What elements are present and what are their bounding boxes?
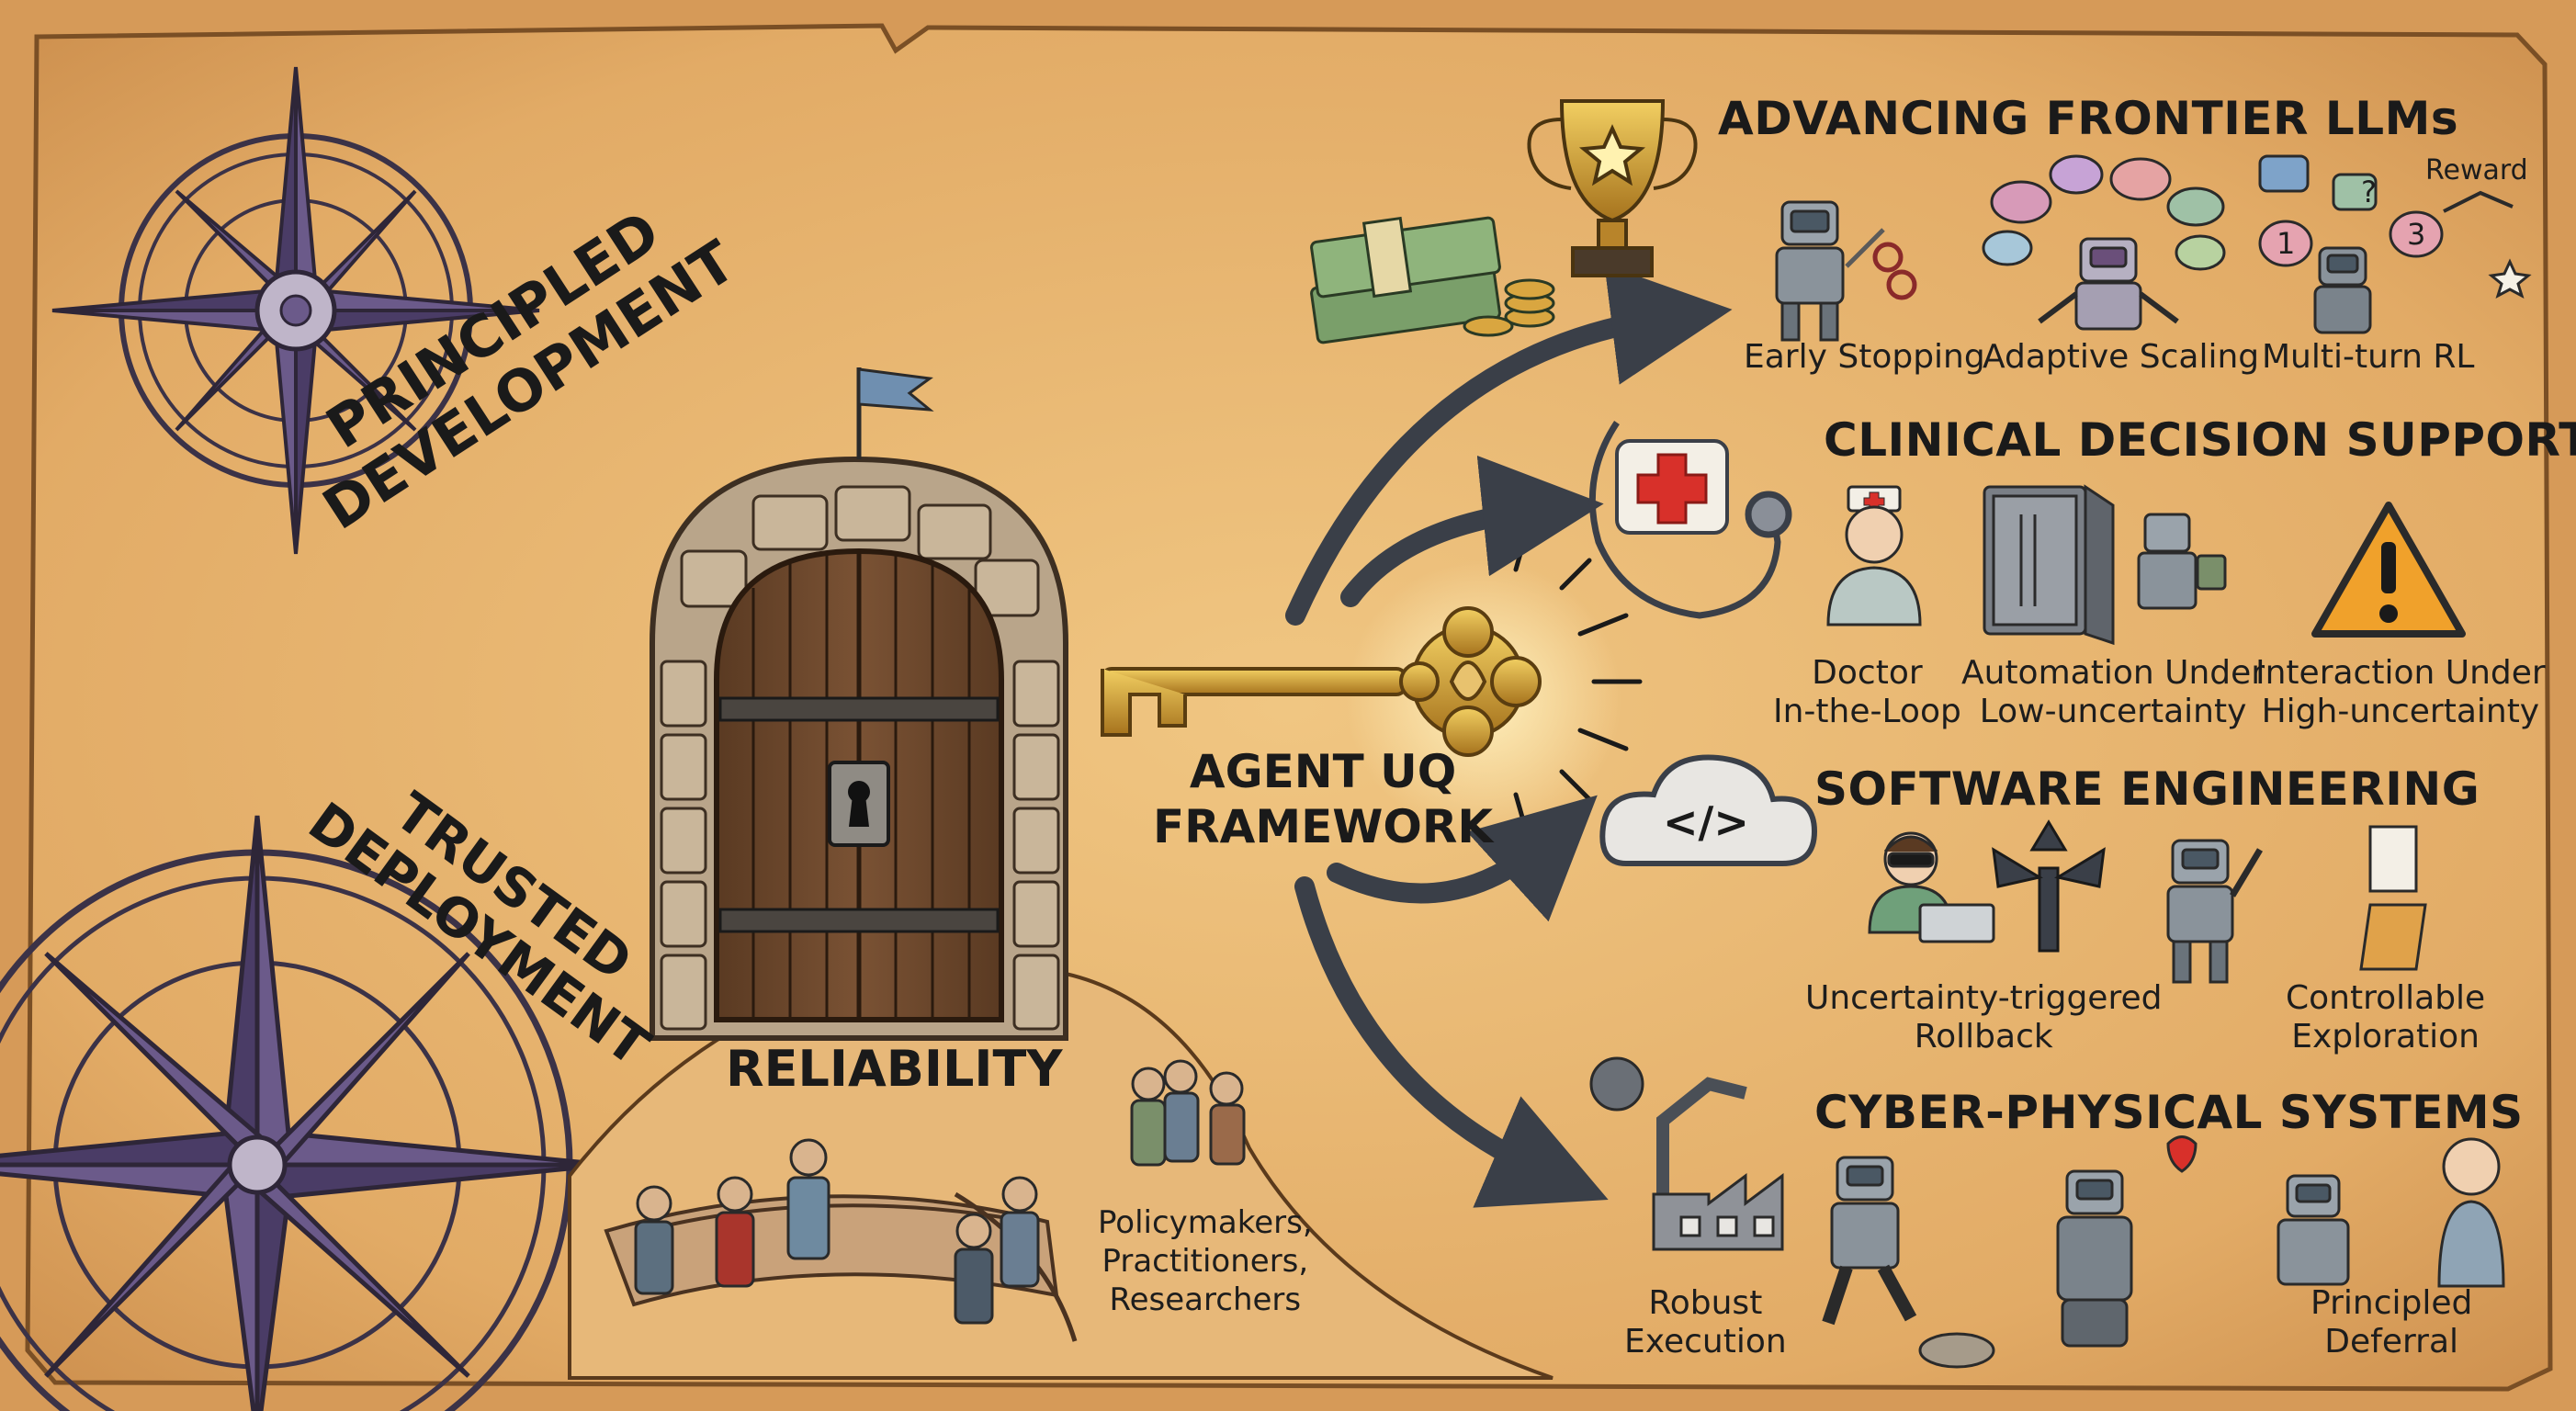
automation-cabinet-icon [1983,484,2227,646]
section-title-clinical: CLINICAL DECISION SUPPORT [1824,413,2576,467]
arrow-to-clinical [1340,455,1604,607]
robot-thinking-icon [1982,154,2226,331]
section-title-llm: ADVANCING FRONTIER LLMs [1718,92,2459,145]
arrow-to-cps [1294,876,1609,1208]
arrow-to-software [1327,795,1598,922]
code-symbol: </> [1663,797,1749,847]
people-group-icon [634,1059,1246,1325]
reward-label: Reward [2425,154,2528,186]
branch-arrows-icon [1992,819,2106,953]
stakeholder-line: Policymakers, [1098,1204,1313,1241]
robot-walking-icon [1822,1156,1995,1369]
item-line: Rollback [1914,1018,2053,1055]
agent-uq-framework-label: AGENT UQ FRAMEWORK [1153,744,1493,854]
item-line: Low-uncertainty [1979,693,2247,730]
item-early-stopping: Early Stopping [1744,338,1985,376]
item-doctor-in-the-loop: Doctor In-the-Loop [1773,654,1961,731]
item-controllable-exploration: Controllable Exploration [2286,979,2485,1056]
arrow-to-llm [1285,264,1733,626]
golden-key-icon [1101,535,1643,836]
robot-arm-factory-icon [1589,1056,1784,1251]
agent-uq-line: AGENT UQ [1189,745,1457,798]
robot-explore-icon [2166,825,2427,984]
item-automation-low-uncertainty: Automation Under Low-uncertainty [1961,654,2265,731]
section-title-cps: CYBER-PHYSICAL SYSTEMS [1814,1086,2524,1139]
item-line: High-uncertainty [2261,693,2540,730]
stakeholder-line: Researchers [1109,1281,1302,1318]
stakeholder-line: Practitioners, [1102,1243,1309,1280]
item-interaction-high-uncertainty: Interaction Under High-uncertainty [2255,654,2546,731]
bubble-number-3: 3 [2407,217,2426,252]
stethoscope-icon [1588,421,1792,619]
bubble-number-2: ? [2361,175,2377,209]
compass-top-icon [51,66,540,555]
item-line: Uncertainty-triggered [1805,979,2163,1017]
item-line: Robust [1648,1284,1763,1322]
item-line: Principled [2310,1284,2473,1322]
developer-icon [1868,831,1995,943]
item-line: Automation Under [1961,654,2265,692]
item-line: Doctor [1812,654,1923,692]
robot-chat-icon [2258,154,2532,334]
item-line: In-the-Loop [1773,693,1961,730]
section-title-software: SOFTWARE ENGINEERING [1814,762,2480,816]
item-principled-deferral: Principled Deferral [2310,1284,2472,1361]
trophy-icon [1527,99,1698,277]
item-adaptive-scaling: Adaptive Scaling [1983,338,2260,376]
item-multi-turn-rl: Multi-turn RL [2262,338,2475,376]
item-robust-execution: Robust Execution [1624,1284,1787,1361]
robot-deferral-icon [2277,1137,2505,1288]
flow-arrows [1285,264,1733,1208]
parchment-sheet [25,23,2553,1392]
reliability-label: RELIABILITY [726,1040,1063,1098]
robot-scissors-icon [1775,200,1917,342]
code-cloud-icon [1599,754,1818,866]
framework-line: FRAMEWORK [1153,800,1494,853]
item-line: Exploration [2291,1018,2480,1055]
item-line: Deferral [2324,1323,2459,1360]
item-uncertainty-triggered-rollback: Uncertainty-triggered Rollback [1805,979,2162,1056]
stakeholders-label: Policymakers, Practitioners, Researchers [1098,1203,1313,1319]
money-stack-icon [1310,216,1555,344]
item-line: Execution [1624,1323,1787,1360]
reliability-door-icon [650,367,1068,1041]
compass-bottom-icon [0,815,607,1411]
item-line: Interaction Under [2255,654,2546,692]
item-line: Controllable [2286,979,2486,1017]
warning-icon [2311,502,2466,638]
robot-wobbling-icon [2056,1135,2198,1348]
doctor-icon [1826,485,1922,626]
bubble-number-1: 1 [2277,226,2296,261]
